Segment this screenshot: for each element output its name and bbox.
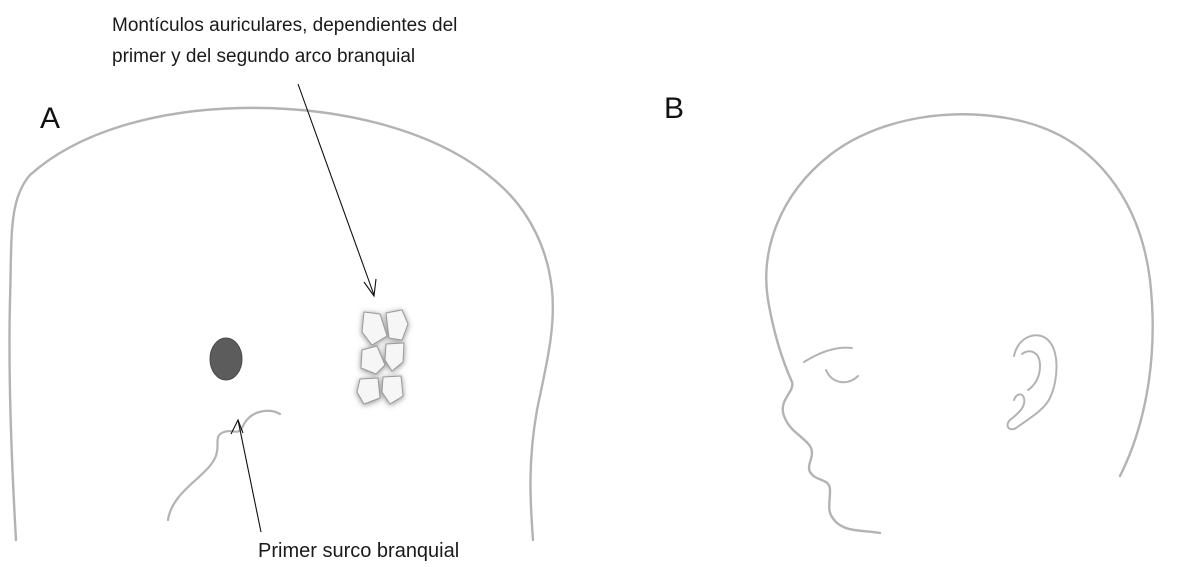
embryo-jaw-line bbox=[168, 411, 280, 520]
panel-a bbox=[9, 84, 552, 540]
hillock-4 bbox=[385, 343, 404, 371]
embryo-eye bbox=[210, 338, 242, 380]
infant-brow bbox=[804, 348, 852, 362]
infant-head-outline bbox=[766, 114, 1152, 533]
infant-closed-eye bbox=[826, 370, 858, 382]
embryo-head-outline bbox=[9, 108, 552, 540]
hillock-3 bbox=[361, 346, 385, 374]
auricular-hillocks bbox=[357, 310, 408, 404]
infant-ear bbox=[1008, 335, 1057, 429]
hillock-2 bbox=[386, 310, 408, 340]
panel-b bbox=[766, 114, 1152, 533]
auricular-hillocks-arrow bbox=[298, 84, 376, 296]
hillock-5 bbox=[357, 378, 380, 404]
first-branchial-groove-arrow bbox=[231, 420, 261, 532]
hillock-6 bbox=[382, 376, 403, 404]
hillock-1 bbox=[362, 312, 387, 345]
first-branchial-groove-label: Primer surco branquial bbox=[258, 538, 459, 564]
